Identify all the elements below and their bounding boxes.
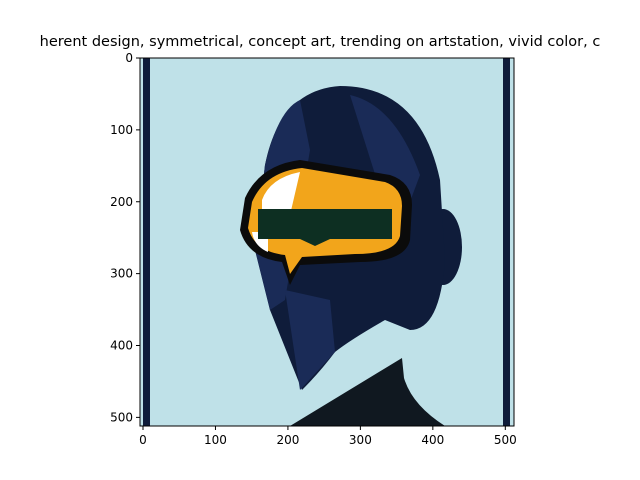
- x-tick-label: 200: [276, 433, 299, 447]
- x-tick-label: 500: [494, 433, 517, 447]
- y-tick-label: 100: [110, 123, 133, 137]
- x-tick-label: 400: [421, 433, 444, 447]
- y-axis: 0 100 200 300 400 500: [110, 51, 140, 424]
- y-tick-label: 500: [110, 410, 133, 424]
- y-tick-label: 0: [125, 51, 133, 65]
- chart-title: herent design, symmetrical, concept art,…: [39, 34, 601, 50]
- axes-frame: [139, 57, 515, 427]
- x-axis: 0 100 200 300 400 500: [139, 426, 517, 447]
- portrait-image: [140, 58, 514, 426]
- x-tick-label: 0: [139, 433, 147, 447]
- y-tick-label: 200: [110, 195, 133, 209]
- y-tick-label: 400: [110, 339, 133, 353]
- x-tick-label: 100: [204, 433, 227, 447]
- x-tick-label: 300: [349, 433, 372, 447]
- y-tick-label: 300: [110, 267, 133, 281]
